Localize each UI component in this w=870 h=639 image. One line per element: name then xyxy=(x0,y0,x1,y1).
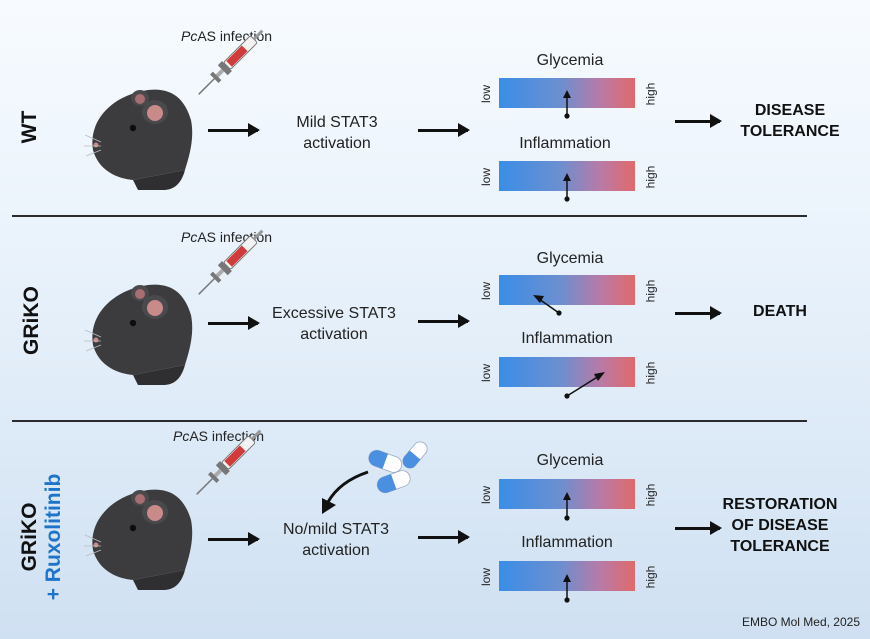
outcome-text: DEATH xyxy=(753,303,807,320)
inflammation-title: Inflammation xyxy=(521,534,613,551)
inflammation-indicator-arrow xyxy=(563,173,571,202)
inflammation-indicator-arrow xyxy=(563,574,571,603)
arrow-stat3-to-gauges xyxy=(418,530,470,544)
glycemia-bar xyxy=(499,275,635,305)
arrow-gauges-to-outcome xyxy=(675,521,722,535)
panel-divider xyxy=(12,420,807,422)
mouse-icon xyxy=(83,89,193,191)
glycemia-title: Glycemia xyxy=(536,52,604,69)
glycemia-title: Glycemia xyxy=(536,452,604,469)
arrow-mouse-to-stat3 xyxy=(208,532,260,546)
arrow-mouse-to-stat3 xyxy=(208,123,260,137)
arrow-stat3-to-gauges xyxy=(418,314,470,328)
glycemia-title: Glycemia xyxy=(536,250,604,267)
pill-icon xyxy=(368,449,403,473)
syringe-icon xyxy=(193,224,269,300)
arrow-stat3-to-gauges xyxy=(418,123,470,137)
pill-icon xyxy=(376,470,411,494)
inflammation-title: Inflammation xyxy=(519,135,611,152)
syringe-icon xyxy=(193,24,269,100)
mouse-icon xyxy=(83,284,193,386)
arrow-mouse-to-stat3 xyxy=(208,316,260,330)
inflammation-title: Inflammation xyxy=(521,330,613,347)
curved-arrow-icon xyxy=(322,470,369,514)
glycemia-indicator-arrow xyxy=(563,90,571,119)
inflammation-bar xyxy=(499,357,635,387)
glycemia-indicator-arrow xyxy=(563,492,571,521)
credit-text: EMBO Mol Med, 2025 xyxy=(741,615,860,629)
arrow-gauges-to-outcome xyxy=(675,114,722,128)
arrow-gauges-to-outcome xyxy=(675,306,722,320)
syringe-icon xyxy=(191,424,267,500)
pill-icon xyxy=(402,441,428,469)
panel-divider xyxy=(12,215,807,217)
glycemia-indicator-arrow xyxy=(533,295,562,316)
inflammation-indicator-arrow xyxy=(564,372,605,399)
mouse-icon xyxy=(83,489,193,591)
